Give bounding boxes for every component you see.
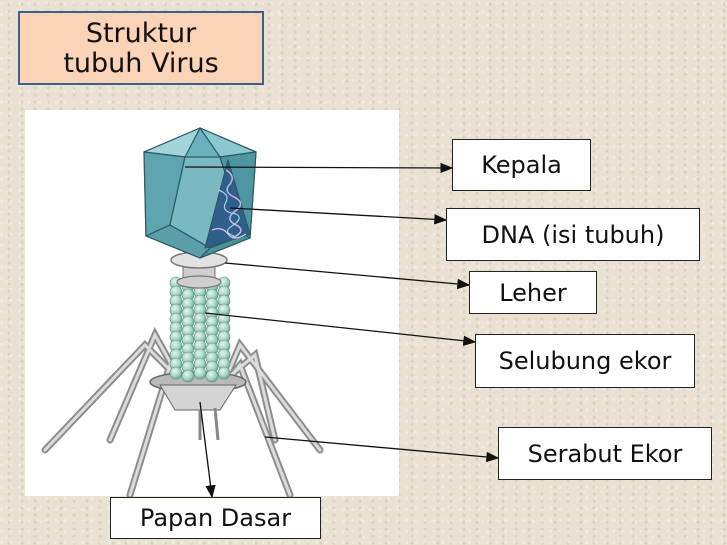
label-leher: Leher <box>469 271 597 314</box>
tail-sheath-shape <box>169 276 231 383</box>
title-line-1: Struktur <box>85 18 197 49</box>
pointer-dna <box>229 207 448 225</box>
title-box: Struktur tubuh Virus <box>18 11 264 85</box>
sheath-bead <box>205 369 219 383</box>
pointer-leher <box>224 262 471 290</box>
sheath-bead <box>217 366 231 380</box>
pointer-selubung <box>204 312 477 346</box>
pointer-kepala <box>184 162 454 174</box>
label-selubung: Selubung ekor <box>475 334 695 388</box>
capsid-head-shape <box>143 127 257 259</box>
label-kepala: Kepala <box>452 139 591 191</box>
label-dna: DNA (isi tubuh) <box>446 208 700 261</box>
title-line-2: tubuh Virus <box>63 48 219 79</box>
base-plate-shape <box>149 371 247 441</box>
pointer-papan <box>199 401 216 499</box>
sheath-bead <box>193 366 207 380</box>
pointer-serabut <box>264 436 500 463</box>
sheath-bead <box>181 369 195 383</box>
pointer-lines <box>184 162 500 499</box>
sheath-bead <box>169 366 183 380</box>
label-papan: Papan Dasar <box>110 497 321 539</box>
label-serabut: Serabut Ekor <box>498 427 712 480</box>
neck-collar-shape <box>170 251 228 289</box>
